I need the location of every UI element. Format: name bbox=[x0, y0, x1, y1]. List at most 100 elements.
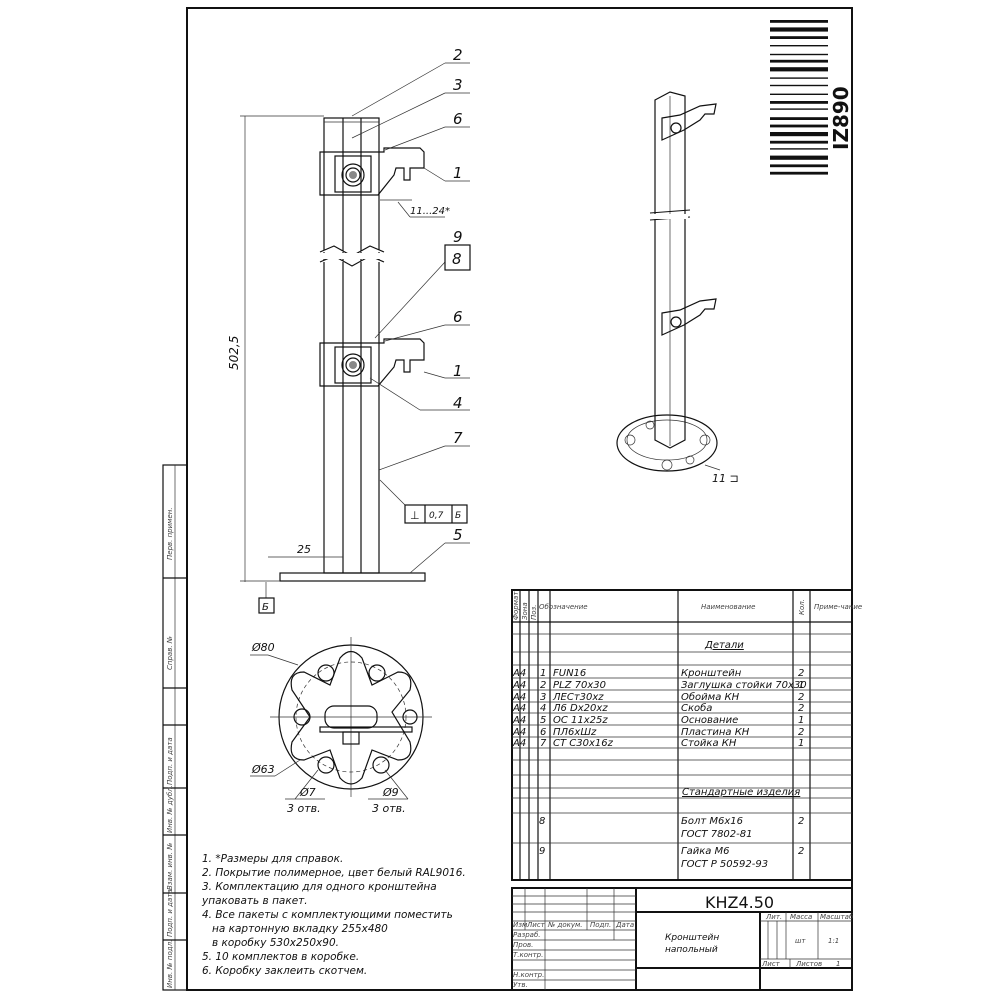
row-format: А4 bbox=[512, 692, 526, 703]
mass-value: шт bbox=[795, 937, 806, 945]
header-format: Формат bbox=[512, 591, 520, 620]
row-format: А4 bbox=[512, 715, 526, 726]
specification-table: Обозначение Наименование Кол. Приме-чани… bbox=[511, 589, 862, 881]
balloon-3: 3 bbox=[453, 76, 463, 94]
row-position: 3 bbox=[540, 692, 546, 703]
row-name: Гайка М6 bbox=[681, 846, 730, 857]
label-sheet: Лист bbox=[761, 960, 781, 968]
balloon-6: 6 bbox=[453, 110, 463, 128]
technical-notes: 1. *Размеры для справок. 2. Покрытие пол… bbox=[201, 853, 466, 977]
balloon-8: 8 bbox=[452, 250, 462, 268]
note: 2. Покрытие полимерное, цвет белый RAL90… bbox=[202, 867, 466, 879]
note: 1. *Размеры для справок. bbox=[202, 853, 343, 865]
hole-left-qty: 3 отв. bbox=[287, 802, 321, 815]
barcode-text: IZ890 bbox=[829, 86, 853, 150]
datum-label: Б bbox=[262, 602, 269, 613]
drawing-code: KHZ4.50 bbox=[705, 893, 774, 912]
row-standard: ГОСТ 7802-81 bbox=[681, 829, 753, 840]
row-name: Основание bbox=[681, 715, 738, 726]
section-standard: Стандартные изделия bbox=[682, 787, 800, 798]
dimension-height: 502,5 bbox=[227, 336, 241, 370]
dimension-outer-diameter: Ø80 bbox=[251, 641, 275, 654]
label-developed: Разраб. bbox=[513, 931, 541, 939]
row-name: Заглушка стойки 70х30 bbox=[681, 680, 807, 691]
row-name: Пластина КН bbox=[681, 727, 750, 738]
balloon-6: 6 bbox=[453, 308, 463, 326]
row-position: 4 bbox=[540, 703, 546, 714]
row-name: Болт М6х16 bbox=[681, 816, 743, 827]
note: 3. Комплектацию для одного кронштейна bbox=[202, 881, 437, 893]
row-standard: ГОСТ Р 50592-93 bbox=[681, 859, 768, 870]
stamp-label: Инв. № подл. bbox=[166, 940, 174, 988]
stamp-label: Подп. и дата bbox=[166, 737, 174, 785]
row-name: Обойма КН bbox=[681, 691, 740, 703]
dimension-offset: 25 bbox=[297, 543, 311, 556]
label-ncontrol: Н.контр. bbox=[513, 971, 544, 979]
row-name: Скоба bbox=[681, 702, 712, 714]
tolerance-value: 0,7 bbox=[429, 511, 444, 521]
header-pos: Поз. bbox=[530, 605, 538, 621]
margin-stamp: Перв. примен. Справ. № Подп. и дата Инв.… bbox=[162, 464, 188, 991]
dimension-gap: 11...24* bbox=[410, 206, 450, 217]
label-doc: № докум. bbox=[547, 921, 583, 929]
row-designation: Л6 Dх20хz bbox=[552, 703, 608, 714]
label-list: Лист bbox=[526, 921, 546, 929]
note: 6. Коробку заклеить скотчем. bbox=[202, 965, 367, 977]
row-designation: ЛЕСт30хz bbox=[552, 692, 604, 703]
row-position: 6 bbox=[540, 727, 546, 738]
label-izm: Изм bbox=[513, 921, 528, 929]
label-scale: Масштаб bbox=[820, 913, 854, 921]
stamp-label: Справ. № bbox=[166, 636, 174, 670]
row-format: А4 bbox=[512, 738, 526, 749]
row-name: Кронштейн bbox=[681, 668, 742, 679]
row-qty: 2 bbox=[798, 816, 804, 827]
tolerance-symbol: ⊥ bbox=[410, 509, 420, 522]
balloon-7: 7 bbox=[453, 429, 463, 447]
row-qty: 2 bbox=[798, 846, 804, 857]
section-details: Детали bbox=[704, 640, 744, 651]
stamp-label: Взам. инв. № bbox=[166, 842, 174, 890]
label-sheets: Листов bbox=[795, 960, 822, 968]
row-format: А4 bbox=[512, 680, 526, 691]
row-designation: ОС 11х25z bbox=[553, 715, 608, 726]
note: в коробку 530х250х90. bbox=[212, 937, 339, 949]
row-designation: СТ С30х16z bbox=[553, 738, 614, 749]
hole-right-qty: 3 отв. bbox=[372, 802, 406, 815]
stamp-label: Подп. и дата bbox=[166, 889, 174, 937]
header-name: Наименование bbox=[701, 603, 755, 611]
balloon-1: 1 bbox=[453, 362, 463, 380]
label-checked: Пров. bbox=[513, 941, 533, 949]
note: упаковать в пакет. bbox=[201, 895, 308, 907]
row-position: 1 bbox=[540, 668, 546, 679]
barcode bbox=[770, 20, 828, 175]
row-designation: ПЛ6хШz bbox=[553, 727, 597, 738]
row-format: А4 bbox=[512, 703, 526, 714]
scale-value: 1:1 bbox=[828, 937, 839, 945]
tolerance-datum: Б bbox=[455, 511, 461, 521]
label-lit: Лит. bbox=[765, 913, 782, 921]
header-qty: Кол. bbox=[798, 599, 806, 615]
row-position: 8 bbox=[539, 816, 545, 827]
row-name: Стойка КН bbox=[681, 738, 737, 749]
row-qty: 1 bbox=[798, 715, 804, 726]
row-format: А4 bbox=[512, 668, 526, 679]
balloon-2: 2 bbox=[453, 46, 463, 64]
row-position: 5 bbox=[540, 715, 546, 726]
balloon-4: 4 bbox=[453, 394, 463, 412]
row-position: 9 bbox=[539, 846, 545, 857]
balloon-9: 9 bbox=[453, 228, 463, 246]
row-qty: 2 bbox=[798, 727, 804, 738]
base-top-view: Ø80 Ø63 Ø7 3 отв. Ø9 3 отв. bbox=[250, 637, 432, 815]
balloon-5: 5 bbox=[453, 526, 463, 544]
drawing-name-2: напольный bbox=[665, 945, 718, 955]
header-designation: Обозначение bbox=[539, 603, 588, 611]
hole-right-diameter: Ø9 bbox=[382, 786, 399, 799]
isometric-view: 11 ⊐ bbox=[616, 91, 739, 485]
stamp-label: Инв. № дубл. bbox=[166, 785, 174, 833]
row-position: 2 bbox=[540, 680, 546, 691]
row-qty: 2 bbox=[798, 668, 804, 679]
title-block: KHZ4.50 Кронштейн напольный Изм Лист № д… bbox=[511, 887, 854, 991]
iso-view-label: 11 ⊐ bbox=[712, 472, 739, 485]
label-mass: Масса bbox=[790, 913, 812, 921]
row-qty: 1 bbox=[798, 680, 804, 691]
